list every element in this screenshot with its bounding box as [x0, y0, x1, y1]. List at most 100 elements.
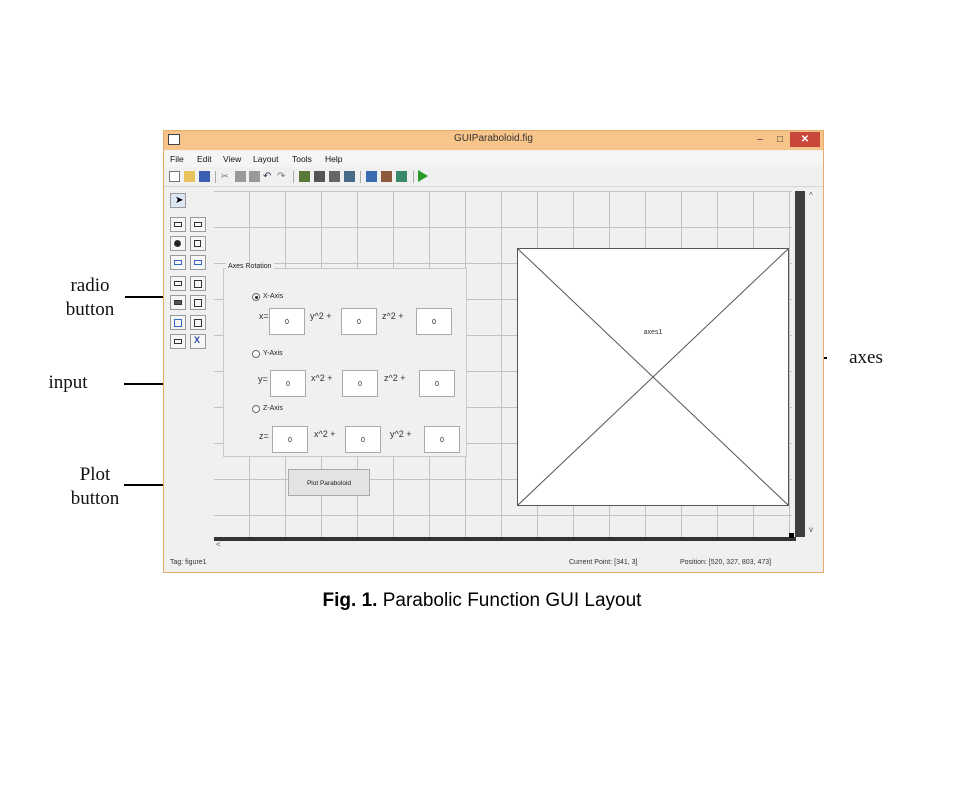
redo-icon[interactable]: ↷: [277, 171, 286, 182]
annotation-line-1: Plot: [79, 464, 111, 485]
select-tool-icon[interactable]: ➤: [170, 193, 186, 208]
save-icon[interactable]: [199, 171, 210, 182]
x-input-1[interactable]: 0: [269, 308, 305, 335]
axes-rotation-panel[interactable]: [223, 268, 467, 457]
window-title: GUIParaboloid.fig: [454, 133, 533, 144]
component-palette: ➤ X: [170, 193, 212, 353]
menu-view[interactable]: View: [223, 154, 242, 164]
resize-handle[interactable]: [789, 533, 794, 538]
annotation-line-1: radio: [70, 275, 110, 296]
open-folder-icon[interactable]: [184, 171, 195, 182]
menu-editor-icon[interactable]: [314, 171, 325, 182]
close-button[interactable]: ✕: [790, 132, 820, 147]
canvas-bottom-edge: [214, 537, 796, 541]
align-icon[interactable]: [299, 171, 310, 182]
object-browser-icon[interactable]: [396, 171, 407, 182]
x-input-2[interactable]: 0: [341, 308, 377, 335]
cut-icon[interactable]: ✂: [221, 171, 229, 181]
toolbar-separator: [215, 171, 216, 183]
app-icon: [168, 134, 180, 145]
status-position: Position: [520, 327, 803, 473]: [680, 559, 772, 566]
x-axis-radio-label: X-Axis: [263, 293, 284, 300]
z-equation-label: z=: [259, 431, 269, 441]
caption-number: Fig. 1.: [322, 590, 378, 611]
z-axis-radio-label: Z-Axis: [263, 405, 283, 412]
toolbar: ✂ ↶ ↷: [164, 168, 823, 187]
y-term-2: z^2 +: [384, 373, 406, 383]
activex-tool-icon[interactable]: X: [190, 334, 206, 349]
run-icon[interactable]: [418, 170, 428, 182]
axes-tool-icon[interactable]: [170, 315, 186, 330]
y-term-1: x^2 +: [311, 373, 333, 383]
x-axis-radio[interactable]: [252, 293, 260, 301]
z-input-3[interactable]: 0: [424, 426, 460, 453]
table-tool-icon[interactable]: [190, 295, 206, 310]
annotation-axes: axes: [836, 346, 896, 370]
scroll-up-icon[interactable]: ^: [809, 191, 813, 200]
static-text-tool-icon[interactable]: [190, 255, 206, 270]
menu-file[interactable]: File: [170, 154, 184, 164]
z-axis-radio[interactable]: [252, 405, 260, 413]
menu-edit[interactable]: Edit: [197, 154, 212, 164]
scroll-down-icon[interactable]: v: [809, 525, 813, 534]
undo-icon[interactable]: ↶: [263, 171, 272, 182]
menu-layout[interactable]: Layout: [253, 154, 279, 164]
figure-caption: Fig. 1. Parabolic Function GUI Layout: [0, 590, 964, 612]
axes-cross-lines: [518, 249, 788, 505]
button-group-tool-icon[interactable]: [170, 334, 186, 349]
z-input-2[interactable]: 0: [345, 426, 381, 453]
editor-icon[interactable]: [366, 171, 377, 182]
panel-title: Axes Rotation: [226, 263, 274, 270]
scroll-left-icon[interactable]: <: [216, 540, 221, 549]
copy-icon[interactable]: [235, 171, 246, 182]
x-input-3[interactable]: 0: [416, 308, 452, 335]
annotation-line-2: button: [70, 488, 120, 509]
plot-paraboloid-button[interactable]: Plot Paraboloid: [288, 469, 370, 496]
popup-menu-tool-icon[interactable]: [170, 276, 186, 291]
menu-bar: File Edit View Layout Tools Help: [164, 151, 823, 167]
toolbar-editor-icon[interactable]: [344, 171, 355, 182]
vertical-scrollbar[interactable]: ^ v: [806, 189, 821, 539]
y-equation-label: y=: [258, 374, 268, 384]
title-bar: GUIParaboloid.fig – □ ✕: [164, 131, 823, 150]
y-input-3[interactable]: 0: [419, 370, 455, 397]
status-tag: Tag: figure1: [170, 559, 207, 566]
menu-help[interactable]: Help: [325, 154, 343, 164]
annotation-plot-button: Plot button: [55, 463, 135, 511]
z-term-2: y^2 +: [390, 429, 412, 439]
radio-button-tool-icon[interactable]: [170, 236, 186, 251]
panel-tool-icon[interactable]: [190, 315, 206, 330]
edit-text-tool-icon[interactable]: [170, 255, 186, 270]
tab-order-icon[interactable]: [329, 171, 340, 182]
y-input-2[interactable]: 0: [342, 370, 378, 397]
x-equation-label: x=: [259, 311, 269, 321]
guide-window: GUIParaboloid.fig – □ ✕ File Edit View L…: [163, 130, 824, 573]
push-button-tool-icon[interactable]: [170, 217, 186, 232]
axes-placeholder[interactable]: axes1: [517, 248, 789, 506]
caption-text: Parabolic Function GUI Layout: [377, 590, 642, 611]
slider-tool-icon[interactable]: [190, 217, 206, 232]
annotation-line: axes: [849, 347, 883, 368]
toggle-button-tool-icon[interactable]: [170, 295, 186, 310]
checkbox-tool-icon[interactable]: [190, 236, 206, 251]
toolbar-separator: [413, 171, 414, 183]
listbox-tool-icon[interactable]: [190, 276, 206, 291]
status-current-point: Current Point: [341, 3]: [569, 559, 638, 566]
y-axis-radio[interactable]: [252, 350, 260, 358]
annotation-radio-button: radio button: [50, 274, 130, 322]
minimize-button[interactable]: –: [757, 134, 763, 145]
status-bar: Tag: figure1 Current Point: [341, 3] Pos…: [164, 553, 823, 572]
maximize-button[interactable]: □: [776, 134, 784, 145]
paste-icon[interactable]: [249, 171, 260, 182]
property-inspector-icon[interactable]: [381, 171, 392, 182]
z-input-1[interactable]: 0: [272, 426, 308, 453]
z-term-1: x^2 +: [314, 429, 336, 439]
menu-tools[interactable]: Tools: [292, 154, 312, 164]
y-input-1[interactable]: 0: [270, 370, 306, 397]
toolbar-separator: [360, 171, 361, 183]
axes-tag-label: axes1: [643, 329, 663, 336]
new-file-icon[interactable]: [169, 171, 180, 182]
x-term-2: z^2 +: [382, 311, 404, 321]
annotation-line: input: [48, 372, 88, 393]
annotation-input: input: [38, 371, 98, 395]
